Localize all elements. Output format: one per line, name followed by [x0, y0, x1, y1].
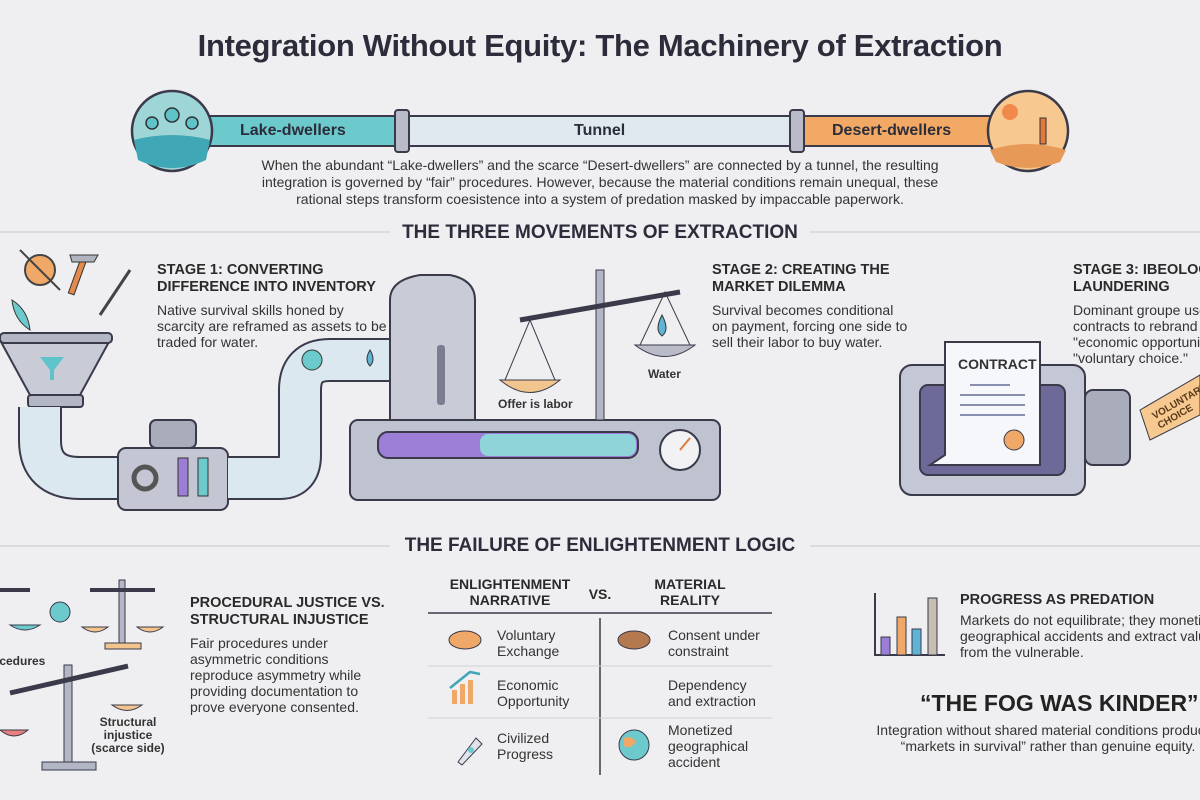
- table-cell: Monetized geographical accident: [668, 722, 749, 770]
- stage-3: STAGE 3: IBEOLOGICAL LAUNDERING Dominant…: [1073, 262, 1200, 366]
- conclusion-text: Integration without shared material cond…: [876, 722, 1200, 754]
- table-cell: Civilized Progress: [497, 730, 554, 762]
- water-label: Water: [648, 367, 681, 381]
- procedural-text: Fair procedures under asymmetric conditi…: [190, 635, 362, 715]
- tilted-scale-icon: [0, 663, 144, 771]
- progress-block: PROGRESS AS PREDATION Markets do not equ…: [960, 592, 1200, 660]
- water-drop-icon: [366, 349, 374, 367]
- procedural-heading: PROCEDURAL JUSTICE VS. STRUCTURAL INJUST…: [190, 595, 385, 628]
- pipe-system: [18, 338, 400, 511]
- stage-heading: STAGE 3: IBEOLOGICAL LAUNDERING: [1073, 262, 1200, 295]
- desert-dwellers-label: Desert-dwellers: [832, 122, 952, 139]
- growth-chart-icon: [449, 670, 481, 704]
- stage-heading: STAGE 1: CONVERTING DIFFERENCE INTO INVE…: [157, 262, 376, 295]
- table-cell: Voluntary Exchange: [497, 627, 560, 659]
- section-title-enlightenment: THE FAILURE OF ENLIGHTENMENT LOGIC: [404, 535, 796, 556]
- stage-heading: STAGE 2: CREATING THE MARKET DILEMMA: [712, 262, 890, 295]
- structural-injustice-label: Structural injustice (scarce side): [91, 715, 165, 755]
- stage-2: STAGE 2: CREATING THE MARKET DILEMMA Sur…: [712, 262, 912, 350]
- table-header-reality: MATERIAL REALITY: [654, 576, 726, 608]
- intro-text: When the abundant “Lake-dwellers” and th…: [261, 157, 939, 207]
- fair-scales-icon: [0, 579, 165, 650]
- comparison-table-lines: [428, 612, 772, 775]
- voluntary-choice-tag: [1139, 374, 1200, 441]
- stage-1: STAGE 1: CONVERTING DIFFERENCE INTO INVE…: [157, 262, 387, 350]
- bar-chart-icon: [874, 593, 945, 656]
- table-cell: Dependency and extraction: [668, 677, 756, 709]
- offer-is-labor-label: Offer is labor: [498, 397, 573, 411]
- contract-label: CONTRACT: [958, 356, 1037, 372]
- handshake-icon: [448, 630, 482, 650]
- check-icon: [49, 601, 71, 623]
- stage-text: Survival becomes conditional on payment,…: [712, 302, 908, 350]
- globe-icon: [618, 729, 650, 761]
- stage-text: Dominant groupe uses contracts to rebran…: [1073, 302, 1200, 366]
- quote: “THE FOG WAS KINDER”: [920, 690, 1199, 716]
- extraction-machine: [349, 274, 721, 501]
- stage-text: Native survival skills honed by scarcity…: [157, 302, 387, 350]
- fair-procedures-label: Fair procedures: [0, 654, 46, 668]
- tunnel-label: Tunnel: [574, 122, 626, 139]
- skills-icons: [11, 249, 132, 331]
- section-title-extraction: THE THREE MOVEMENTS OF EXTRACTION: [402, 222, 798, 243]
- balance-scale-icon: [498, 269, 697, 421]
- table-header-narrative: ENLIGHTENMENT NARRATIVE: [449, 576, 571, 608]
- funnel-icon: [0, 332, 113, 408]
- progress-text: Markets do not equilibrate; they monetiz…: [960, 612, 1200, 660]
- procedural-justice-block: PROCEDURAL JUSTICE VS. STRUCTURAL INJUST…: [190, 595, 390, 715]
- rocket-icon: [457, 737, 483, 766]
- progress-heading: PROGRESS AS PREDATION: [960, 592, 1155, 608]
- table-cell: Consent under constraint: [668, 627, 760, 659]
- lake-dwellers-label: Lake-dwellers: [240, 122, 346, 139]
- table-header-vs: VS.: [588, 586, 612, 602]
- gear-icon: [131, 464, 159, 492]
- seal-icon: [1003, 429, 1025, 451]
- page-title: Integration Without Equity: The Machiner…: [197, 28, 1003, 63]
- handshake-icon-right: [617, 630, 651, 650]
- contract-machine: [899, 341, 1200, 496]
- tunnel-banner: [130, 89, 1070, 173]
- table-cell: Economic Opportunity: [497, 677, 570, 709]
- dollar-icon: [301, 349, 323, 371]
